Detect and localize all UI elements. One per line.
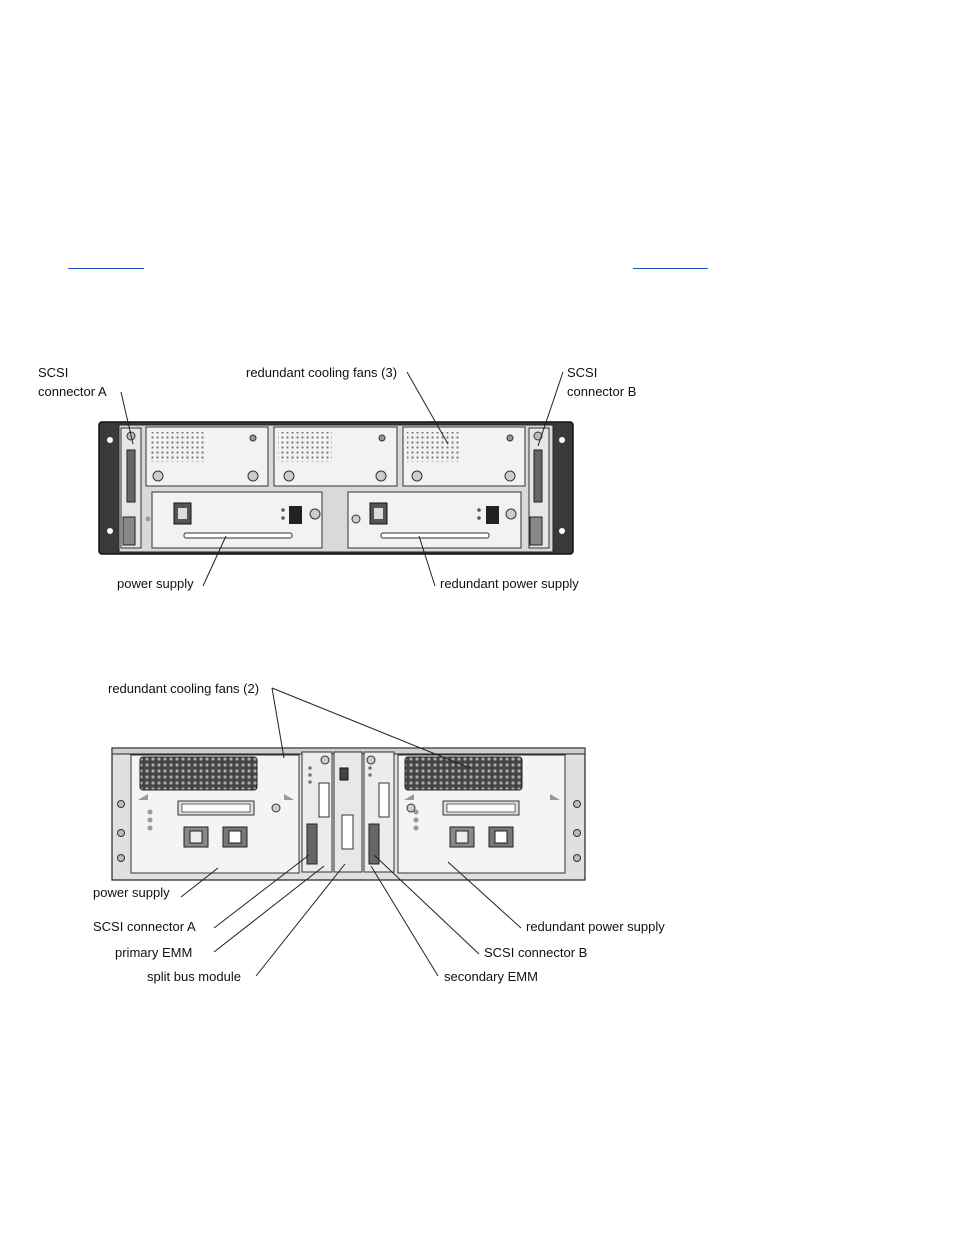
primary-emm — [301, 751, 333, 873]
label-scsi-connector-a-line2: connector A — [38, 384, 107, 399]
label-scsi-connector-b-line1: SCSI — [567, 365, 597, 380]
back-redundant-power-supply — [397, 754, 566, 874]
label-power-supply-front: power supply — [117, 576, 194, 591]
label-scsi-connector-b-back: SCSI connector B — [484, 945, 587, 960]
front-fan-1 — [145, 426, 269, 487]
label-secondary-emm: secondary EMM — [444, 969, 538, 984]
label-redundant-cooling-fans-3: redundant cooling fans (3) — [246, 365, 397, 380]
split-bus-module — [333, 751, 363, 873]
front-power-supply — [145, 491, 323, 549]
back-scsi-connector-b — [368, 823, 380, 865]
front-fan-3 — [402, 426, 526, 487]
scsi-connector-a — [126, 449, 136, 503]
front-redundant-power-supply — [347, 491, 522, 549]
label-primary-emm: primary EMM — [115, 945, 192, 960]
label-redundant-cooling-fans-2: redundant cooling fans (2) — [108, 681, 259, 696]
front-view: SCSI connector A redundant cooling fans … — [38, 365, 636, 591]
next-page-link[interactable] — [633, 254, 708, 269]
back-power-supply — [130, 754, 300, 874]
label-power-supply-back: power supply — [93, 885, 170, 900]
front-fan-2 — [273, 426, 398, 487]
label-split-bus-module: split bus module — [147, 969, 241, 984]
label-scsi-connector-a-line1: SCSI — [38, 365, 68, 380]
label-scsi-connector-a-back: SCSI connector A — [93, 919, 196, 934]
label-redundant-power-supply-front: redundant power supply — [440, 576, 579, 591]
scsi-connector-b — [533, 449, 543, 503]
back-scsi-connector-a — [306, 823, 318, 865]
label-redundant-power-supply-back: redundant power supply — [526, 919, 665, 934]
secondary-emm — [363, 751, 395, 873]
label-scsi-connector-b-line2: connector B — [567, 384, 636, 399]
back-view: redundant cooling fans (2) power supply … — [93, 681, 665, 984]
previous-page-link[interactable] — [68, 254, 144, 269]
